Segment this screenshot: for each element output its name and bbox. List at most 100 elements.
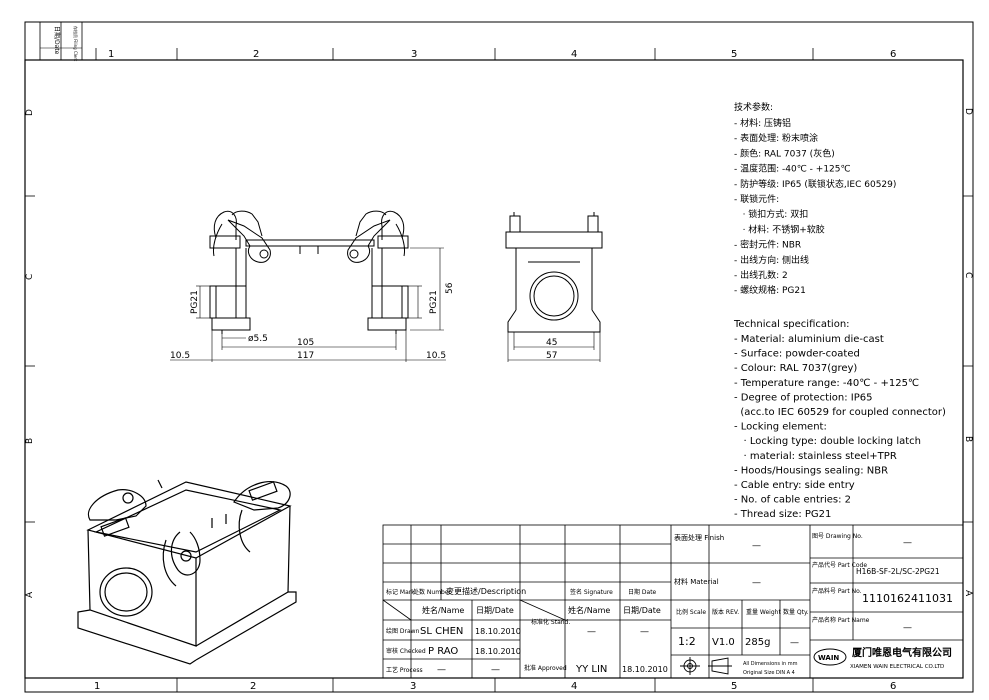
- std-label: 标准化 Stand.: [531, 618, 570, 626]
- weight-label: 重量 Weight: [746, 608, 781, 616]
- drawn-name: SL CHEN: [420, 626, 463, 637]
- finish-label: 表面处理 Finish: [674, 533, 724, 542]
- material-label: 材料 Material: [674, 577, 719, 586]
- col-label-3: 3: [411, 49, 417, 60]
- notes-en-line: - Hoods/Housings sealing: NBR: [734, 465, 888, 476]
- rev-value: V1.0: [712, 637, 735, 648]
- process-date: —: [491, 665, 500, 675]
- notes-en-line: · material: stainless steel+TPR: [734, 451, 897, 462]
- notes-cn-title: 技术参数:: [734, 101, 773, 113]
- col-label-bottom-3: 3: [410, 681, 416, 692]
- part-code-value: H16B-SF-2L/SC-2PG21: [856, 567, 940, 576]
- dim-pg21-left: PG21: [190, 290, 200, 314]
- notes-en-line: - Locking element:: [734, 422, 827, 433]
- notes-en-line: - No. of cable entries: 2: [734, 495, 851, 506]
- date-header: 日期/Date: [476, 606, 514, 615]
- notes-cn-line: - 表面处理: 粉末喷涂: [734, 132, 818, 144]
- col-label-5: 5: [731, 49, 737, 60]
- part-name-label: 产品名称 Part Name: [812, 616, 870, 624]
- row-label-l-c: C: [25, 274, 35, 280]
- col-label-2: 2: [253, 49, 259, 60]
- rev-desc-header: 变更描述/Description: [446, 586, 526, 596]
- drawn-label: 绘图 Drawn: [386, 627, 420, 635]
- dim-10-5-left: 10.5: [170, 351, 190, 361]
- row-label-r-d: D: [963, 108, 973, 115]
- top-stamp: 日期/Date 存档员 Filing Clerk: [39, 21, 83, 62]
- dim-117: 117: [297, 351, 314, 361]
- row-label-r-b: B: [963, 436, 973, 442]
- finish-value: —: [752, 541, 761, 551]
- stamp-date: 日期/Date: [53, 26, 61, 55]
- notes-en-line: - Colour: RAL 7037(grey): [734, 363, 857, 374]
- weight-value: 285g: [745, 637, 770, 648]
- col-label-bottom-5: 5: [731, 681, 737, 692]
- std-date: —: [640, 627, 649, 637]
- col-label-bottom-6: 6: [890, 681, 896, 692]
- row-label-l-d: D: [25, 109, 35, 116]
- col-label-bottom-2: 2: [250, 681, 256, 692]
- notes-cn-line: - 材料: 压铸铝: [734, 117, 791, 129]
- notes-cn-line: - 温度范围: -40℃ - +125℃: [734, 163, 851, 175]
- dim-45: 45: [546, 338, 557, 348]
- isometric-view: [77, 479, 297, 665]
- rev-date-header: 日期 Date: [628, 588, 657, 596]
- wain-logo: WAIN: [813, 648, 847, 666]
- std-name: —: [587, 627, 596, 637]
- logo-text: WAIN: [818, 654, 839, 662]
- drawn-date: 18.10.2010: [475, 627, 521, 636]
- projection-symbol-icon: [680, 657, 732, 675]
- notes-en-line: - Surface: powder-coated: [734, 349, 860, 360]
- front-view: [170, 210, 446, 362]
- dim-hole: ø5.5: [248, 334, 268, 344]
- col-label-bottom-4: 4: [571, 681, 577, 692]
- dim-10-5-right: 10.5: [426, 351, 446, 361]
- dim-56: 56: [445, 282, 455, 294]
- notes-cn-line: - 螺纹规格: PG21: [734, 284, 806, 296]
- stamp-filing: 存档员 Filing Clerk: [73, 26, 79, 62]
- name-header-2: 姓名/Name: [568, 605, 610, 615]
- row-zones: [25, 195, 973, 523]
- notes-en-line: - Temperature range: -40℃ - +125℃: [734, 378, 919, 389]
- rev-sig-header: 签名 Signature: [570, 588, 613, 596]
- dims-note-1: All Dimensions in mm: [743, 661, 798, 667]
- part-code-label: 产品代号 Part Code: [812, 561, 867, 569]
- scale-label: 比例 Scale: [676, 608, 706, 616]
- notes-cn-line: · 锁扣方式: 双扣: [734, 208, 808, 220]
- row-label-r-a: A: [963, 590, 973, 597]
- notes-cn-line: · 材料: 不锈钢+软胶: [734, 223, 825, 235]
- company-cn: 厦门唯恩电气有限公司: [852, 646, 952, 659]
- dim-pg21-right: PG21: [429, 290, 439, 314]
- qty-label: 数量 Qty.: [783, 608, 809, 616]
- part-no-value: 1110162411031: [862, 592, 953, 605]
- title-block-lines: [382, 524, 964, 679]
- process-label: 工艺 Process: [386, 666, 423, 674]
- name-header: 姓名/Name: [422, 605, 464, 615]
- part-no-label: 产品料号 Part No.: [812, 587, 862, 595]
- row-label-l-b: B: [25, 438, 35, 444]
- notes-cn-line: - 颜色: RAL 7037 (灰色): [734, 147, 835, 159]
- row-label-l-a: A: [25, 591, 35, 598]
- material-value: —: [752, 578, 761, 588]
- col-label-1: 1: [108, 49, 114, 60]
- notes-en: - Material: aluminium die-cast - Surface:…: [734, 334, 946, 520]
- row-label-r-c: C: [963, 272, 973, 278]
- dims-note-2: Original Size DIN A 4: [743, 670, 795, 676]
- approved-date: 18.10.2010: [622, 665, 668, 674]
- rev-number-header: 处数 Number: [413, 588, 452, 596]
- part-name-value: —: [903, 623, 912, 633]
- notes-cn-line: - 密封元件: NBR: [734, 239, 801, 251]
- notes-en-line: - Degree of protection: IP65: [734, 392, 873, 403]
- date-header-2: 日期/Date: [623, 606, 661, 615]
- notes-en-line: - Material: aluminium die-cast: [734, 334, 884, 345]
- col-label-bottom-1: 1: [94, 681, 100, 692]
- drawing-no-value: —: [903, 538, 912, 548]
- notes-cn-line: - 出线方向: 侧出线: [734, 254, 809, 266]
- scale-value: 1:2: [678, 635, 696, 648]
- process-name: —: [437, 665, 446, 675]
- dim-57: 57: [546, 351, 557, 361]
- col-label-6: 6: [890, 49, 896, 60]
- qty-value: —: [790, 638, 799, 648]
- checked-name: P RAO: [428, 646, 458, 657]
- checked-label: 审核 Checked: [386, 647, 426, 655]
